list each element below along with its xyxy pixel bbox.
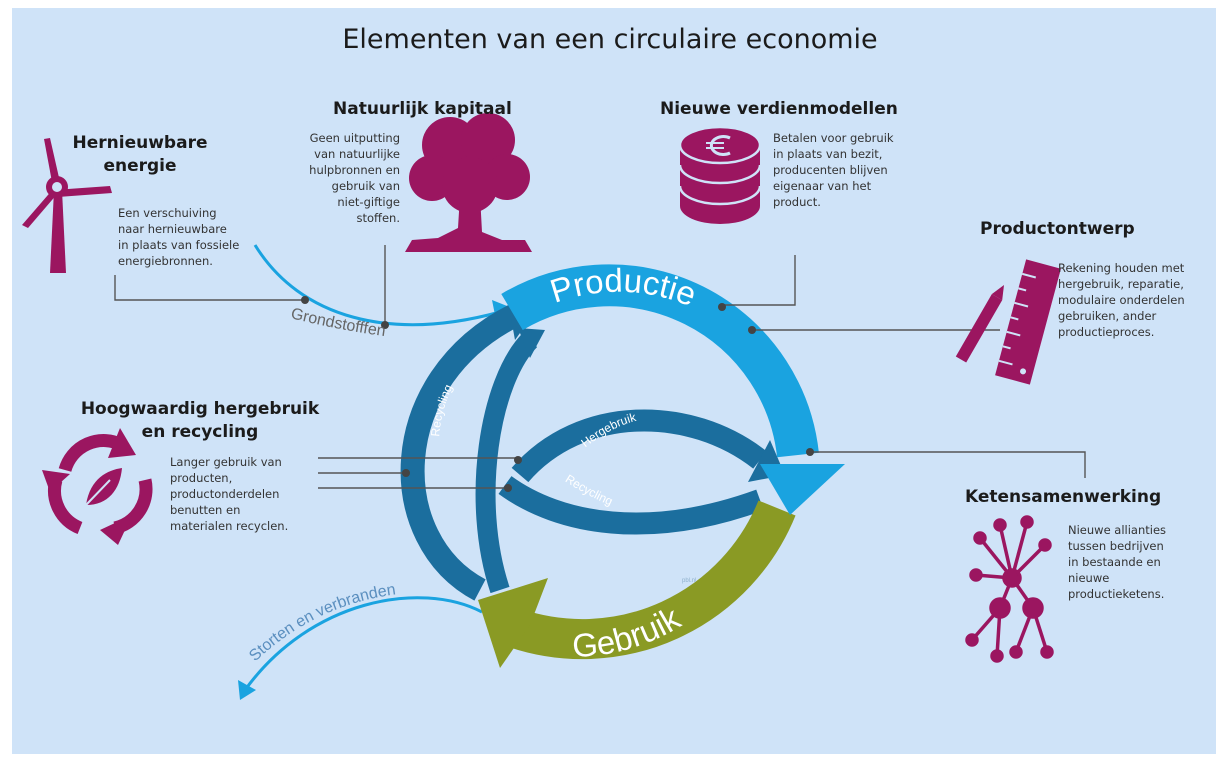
energie-desc-line: energiebronnen. (118, 254, 213, 268)
hergebruik-band (511, 409, 767, 483)
ontwerp-desc-line: Rekening houden met (1058, 261, 1185, 275)
gebruik-arc (508, 500, 796, 660)
keten-title: Ketensamenwerking (965, 487, 1162, 507)
page-title: Elementen van een circulaire economie (342, 24, 878, 55)
energie-title-line-1: Hernieuwbare (72, 133, 208, 153)
grondstoffen-arrow (253, 244, 501, 327)
energie-desc-line: naar hernieuwbare (118, 222, 227, 236)
grondstoffen-label: Grondstofffen (289, 305, 386, 340)
keten-desc-line: productieketens. (1068, 587, 1165, 601)
kapitaal-desc-line: niet-giftige (337, 195, 400, 209)
kapitaal-desc-line: Geen uitputting (309, 131, 400, 145)
keten-desc-line: Nieuwe allianties (1068, 523, 1167, 537)
storten-arrow (243, 596, 483, 691)
verdienmodellen-description: Betalen voor gebruik in plaats van bezit… (773, 130, 933, 210)
ontwerp-desc-line: hergebruik, reparatie, (1058, 277, 1184, 291)
energie-title-line-2: energie (103, 156, 177, 176)
kapitaal-desc-line: van natuurlijke (314, 147, 400, 161)
kapitaal-desc-line: stoffen. (356, 211, 400, 225)
energie-title: Hernieuwbare energie (55, 132, 225, 178)
verdienmodellen-desc-line: in plaats van bezit, (773, 147, 883, 161)
network-icon (965, 515, 1054, 663)
pbl-mark: pbl.nl (682, 578, 696, 584)
kapitaal-description: Geen uitputting van natuurlijke hulpbron… (260, 130, 400, 226)
ruler-pencil-icon (955, 259, 1061, 385)
keten-desc-line: tussen bedrijven (1068, 539, 1164, 553)
hergebruik-loop (475, 332, 538, 594)
verdienmodellen-desc-line: Betalen voor gebruik (773, 131, 894, 145)
ontwerp-title: Productontwerp (980, 219, 1135, 239)
keten-desc-line: nieuwe (1068, 571, 1110, 585)
kapitaal-desc-line: gebruik van (331, 179, 400, 193)
hergebruik-title: Hoogwaardig hergebruik en recycling (75, 398, 325, 444)
productie-arc (501, 264, 819, 458)
connector-dots (301, 296, 814, 492)
hergebruik-desc-line: materialen recyclen. (170, 519, 289, 533)
hergebruik-desc-line: producten, (170, 471, 233, 485)
coin-stack-icon (678, 125, 762, 224)
gebruik-arrowhead (478, 578, 548, 668)
verdienmodellen-desc-line: eigenaar van het (773, 179, 872, 193)
ontwerp-description: Rekening houden met hergebruik, reparati… (1058, 260, 1208, 340)
hergebruik-title-line-2: en recycling (141, 422, 259, 442)
hergebruik-desc-line: productonderdelen (170, 487, 280, 501)
keten-description: Nieuwe allianties tussen bedrijven in be… (1068, 522, 1203, 602)
ontwerp-desc-line: productieproces. (1058, 325, 1155, 339)
storten-arrowhead (238, 680, 256, 700)
energie-description: Een verschuiving naar hernieuwbare in pl… (118, 205, 268, 269)
energie-desc-line: in plaats van fossiele (118, 238, 240, 252)
productie-arrowhead (760, 464, 845, 515)
hergebruik-desc-line: benutten en (170, 503, 241, 517)
ontwerp-desc-line: modulaire onderdelen (1058, 293, 1185, 307)
verdienmodellen-desc-line: producenten blijven (773, 163, 888, 177)
tree-icon (405, 113, 532, 252)
hergebruik-desc-line: Langer gebruik van (170, 455, 282, 469)
verdienmodellen-title: Nieuwe verdienmodellen (660, 99, 898, 119)
verdienmodellen-desc-line: product. (773, 195, 821, 209)
hergebruik-title-line-1: Hoogwaardig hergebruik (80, 399, 320, 419)
recycle-leaf-icon (42, 428, 153, 545)
gebruik-label: Gebruik (571, 599, 687, 664)
hergebruik-top-arrowhead (518, 328, 545, 358)
connector-lines (114, 245, 1086, 489)
wind-turbine-icon (22, 138, 112, 273)
ontwerp-desc-line: gebruiken, ander (1058, 309, 1157, 323)
hergebruik-description: Langer gebruik van producten, productond… (170, 454, 320, 534)
kapitaal-title: Natuurlijk kapitaal (333, 99, 512, 119)
recycling-inner-band (498, 475, 764, 535)
energie-desc-line: Een verschuiving (118, 206, 217, 220)
kapitaal-desc-line: hulpbronnen en (309, 163, 400, 177)
keten-desc-line: in bestaande en (1068, 555, 1161, 569)
recycling-inner-label: Recycling (563, 472, 615, 509)
